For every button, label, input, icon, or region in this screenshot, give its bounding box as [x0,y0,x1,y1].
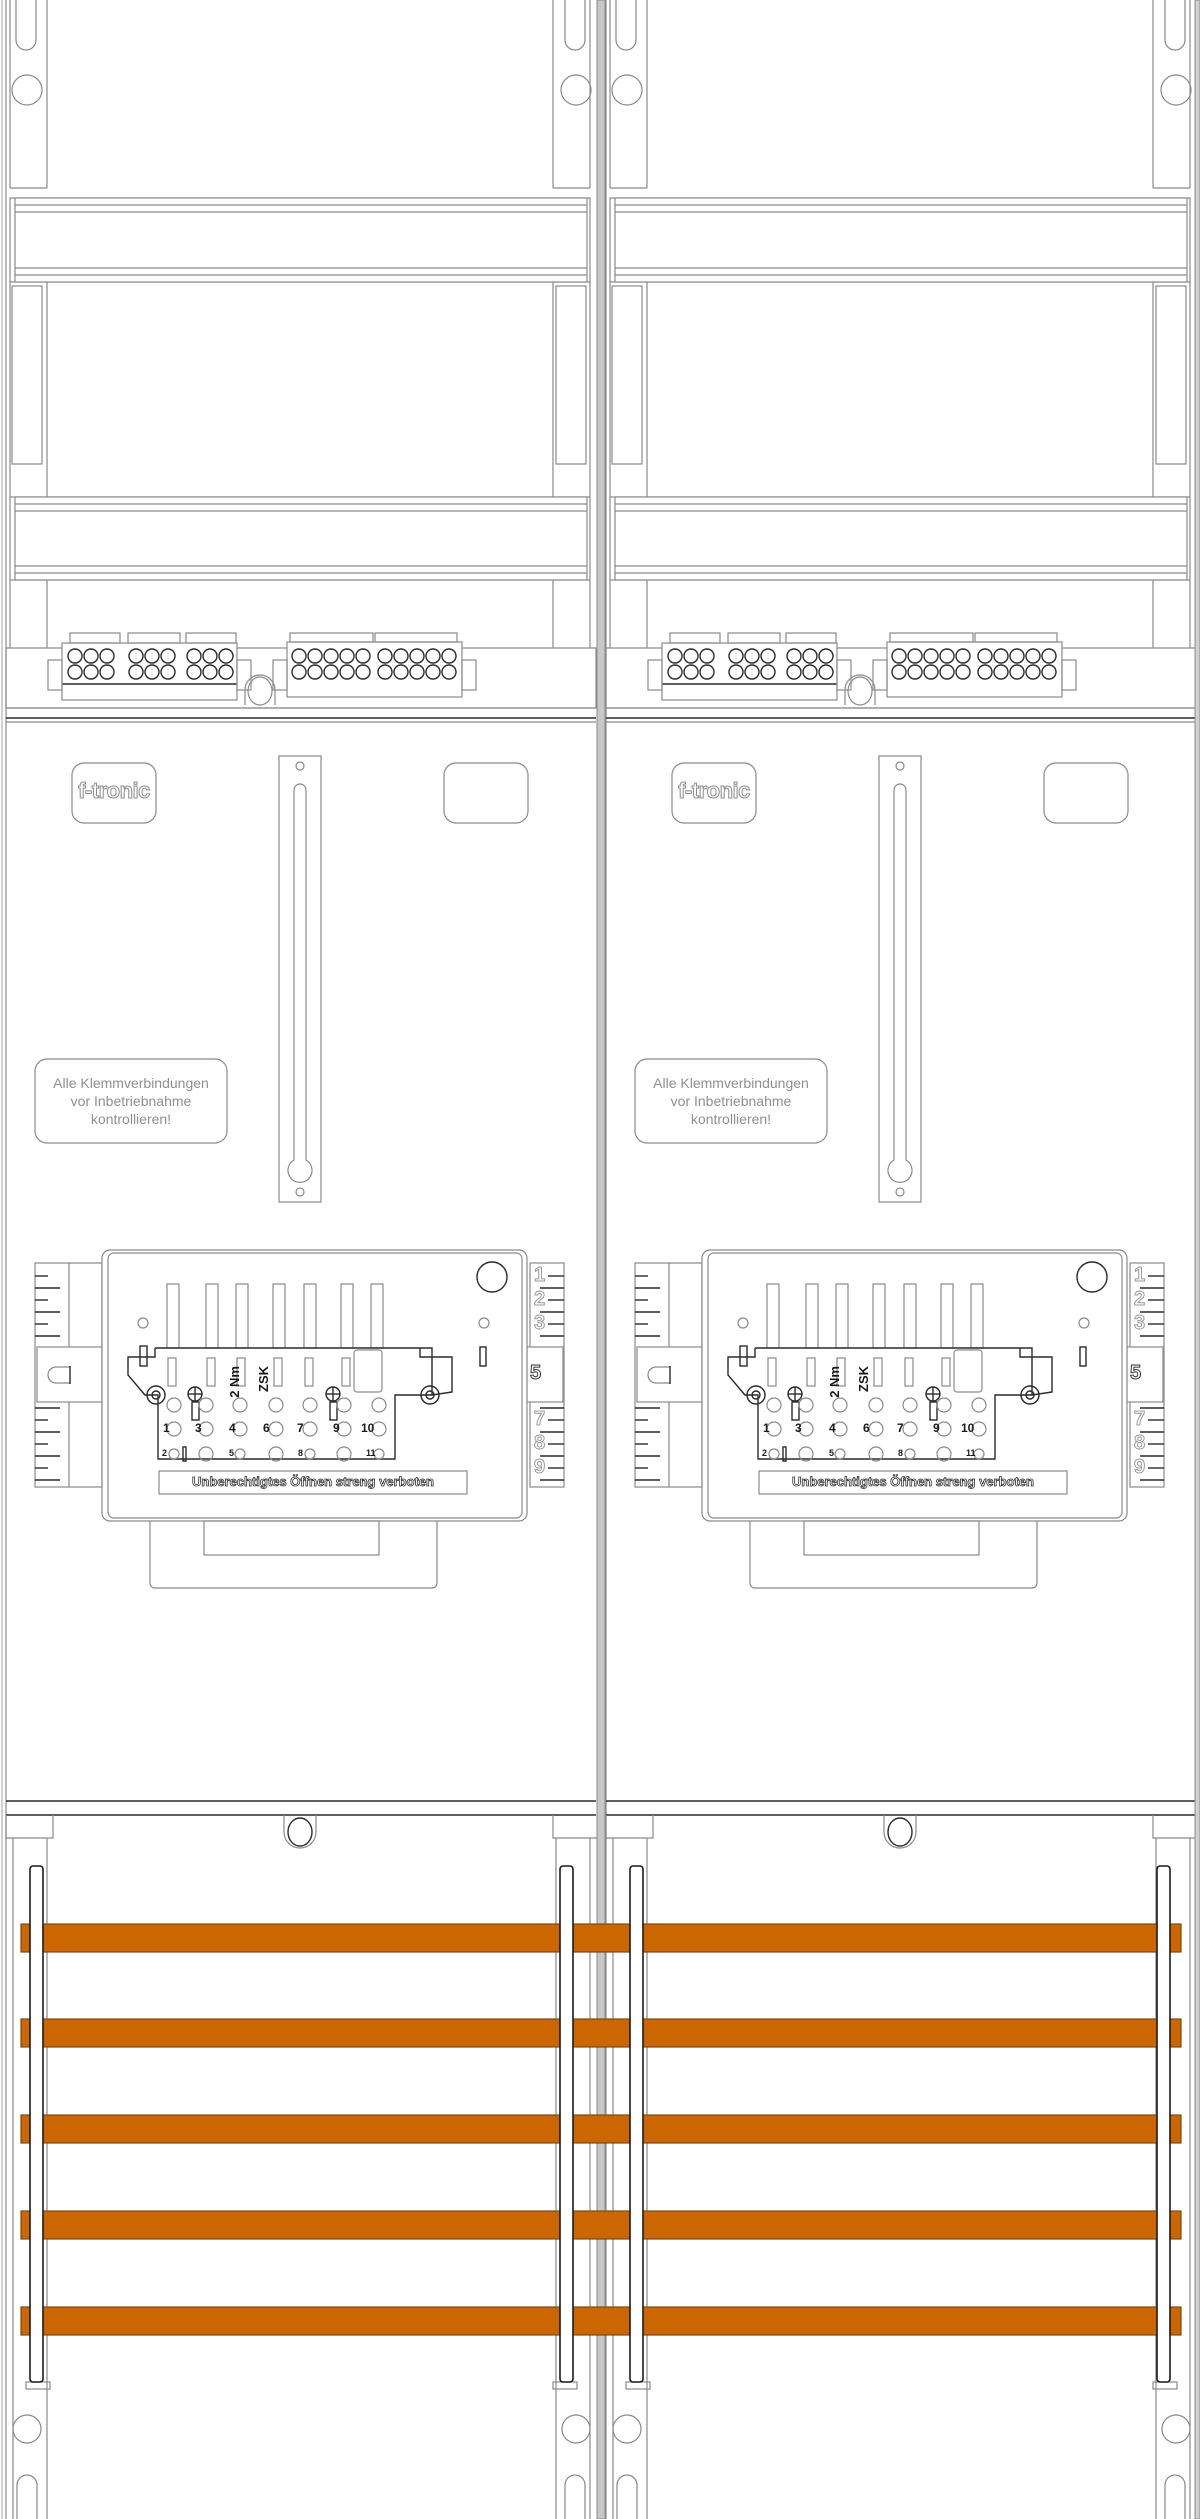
terminal-number: 1 [163,1421,170,1435]
terminal-number: 1 [763,1421,770,1435]
terminal-number: 11 [966,1448,976,1458]
scale-number: 5 [1129,1362,1142,1385]
busbar-n [20,2210,1182,2240]
scale-number: 1 [533,1264,546,1287]
terminal-number: 11 [366,1448,376,1458]
warning-label-right: Alle Klemmverbindungen vor Inbetriebnahm… [653,1075,809,1127]
terminal-number: 5 [829,1448,835,1458]
terminal-number: 10 [961,1421,975,1435]
scale-number: 1 [1133,1264,1146,1287]
seal-warning-left: Unberechtigtes Öffnen streng verboten [192,1474,435,1490]
busbar-l3 [20,2114,1182,2144]
center-divider [596,0,606,2519]
terminal-number: 3 [195,1421,202,1435]
scale-number: 9 [1133,1456,1146,1479]
scale-number: 8 [1133,1432,1146,1455]
warning-label-left: Alle Klemmverbindungen vor Inbetriebnahm… [53,1075,209,1127]
scale-number: 3 [533,1312,546,1335]
scale-number: 7 [1133,1408,1146,1431]
scale-number: 5 [529,1362,542,1385]
seal-warning-right: Unberechtigtes Öffnen streng verboten [792,1474,1035,1490]
right-edge [1194,0,1200,2519]
terminal-number: 4 [829,1421,836,1435]
busbar-l2 [20,2018,1182,2048]
terminal-number: 8 [298,1448,304,1458]
scale-number: 7 [533,1408,546,1431]
scale-number: 2 [1133,1288,1146,1311]
busbar-supports [29,1865,1171,2383]
terminal-number: 7 [297,1421,304,1435]
brand-logo-left: f-tronic [78,778,151,804]
torque-label-right: 2 Nm [827,1366,842,1398]
terminal-number: 2 [162,1448,168,1458]
terminal-number: 6 [263,1421,270,1435]
busbar-pe [20,2306,1182,2336]
terminal-number: 8 [898,1448,904,1458]
terminal-number: 2 [762,1448,768,1458]
zsk-label-left: ZSK [256,1366,271,1392]
terminal-number: 5 [229,1448,235,1458]
scale-number: 2 [533,1288,546,1311]
terminal-number: 9 [933,1421,940,1435]
torque-label-left: 2 Nm [227,1366,242,1398]
terminal-number: 4 [229,1421,236,1435]
busbars [20,1923,1182,2336]
zsk-label-right: ZSK [856,1366,871,1392]
terminal-number: 10 [361,1421,375,1435]
terminal-number: 6 [863,1421,870,1435]
brand-logo-right: f-tronic [678,778,751,804]
terminal-number: 3 [795,1421,802,1435]
terminal-number: 7 [897,1421,904,1435]
scale-number: 8 [533,1432,546,1455]
scale-number: 3 [1133,1312,1146,1335]
terminal-number: 9 [333,1421,340,1435]
scale-number: 9 [533,1456,546,1479]
busbar-l1 [20,1923,1182,1953]
